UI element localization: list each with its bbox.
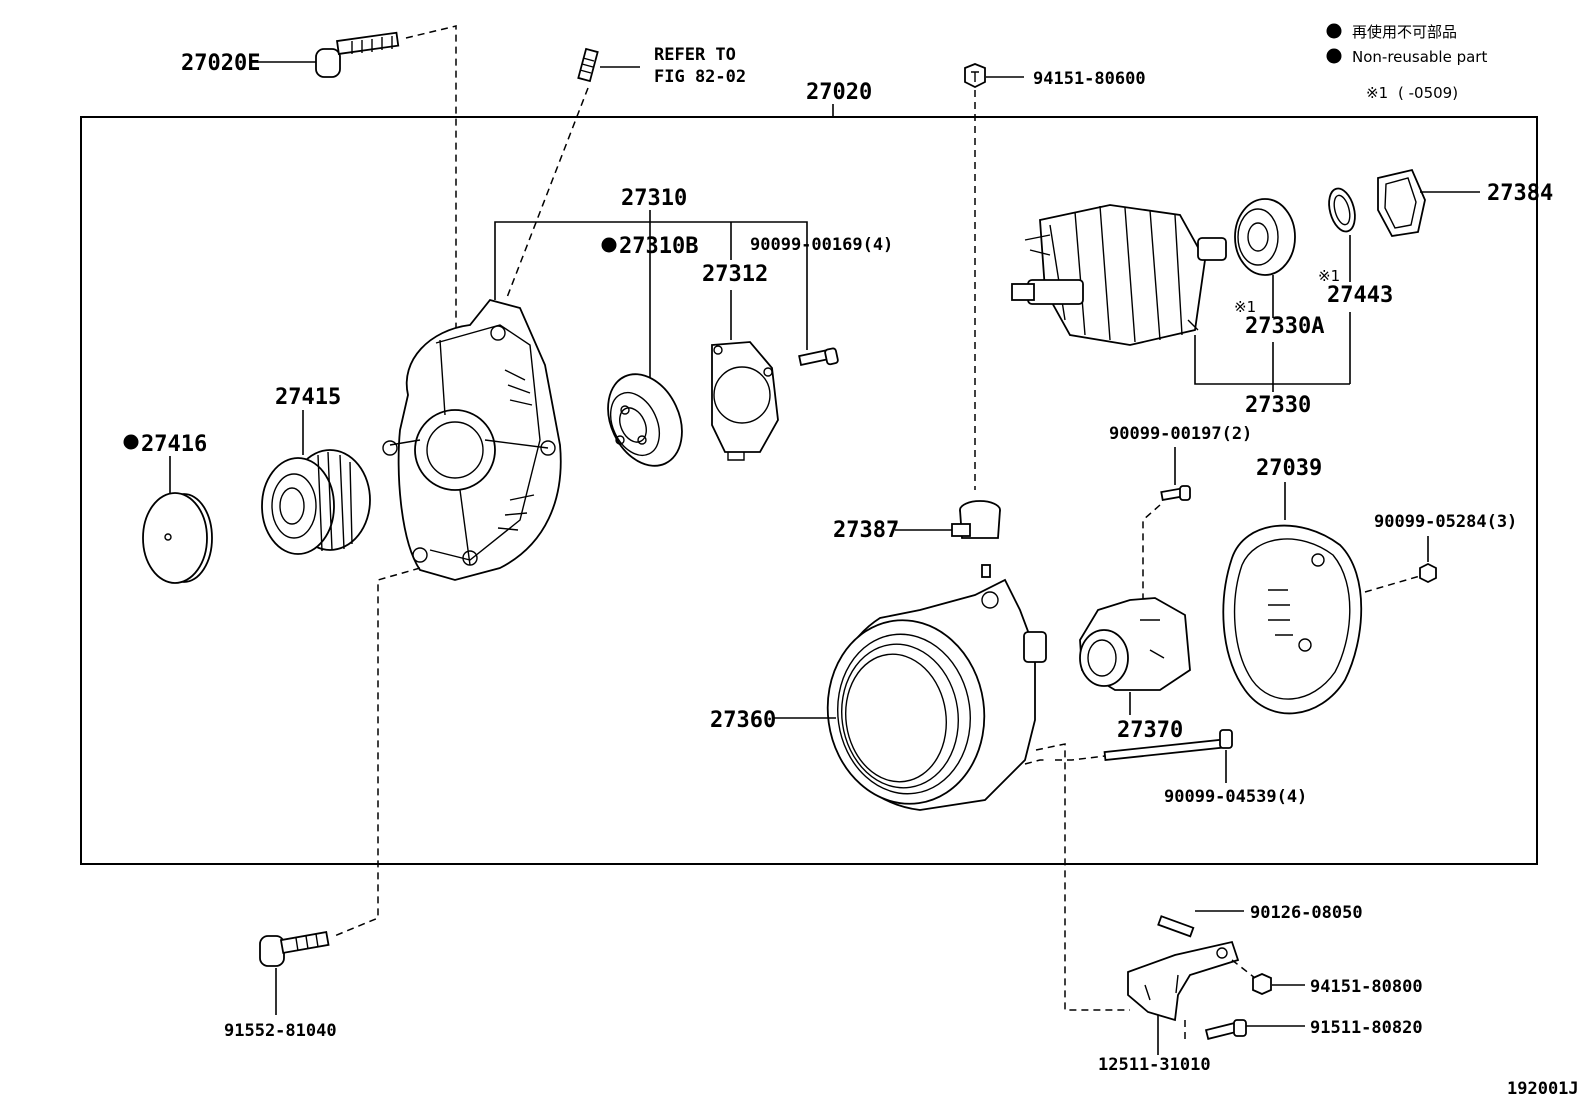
bolt-27020e-icon — [315, 31, 400, 78]
legend: 再使用不可部品 Non-reusable part ※1 ( -0509) — [1326, 23, 1487, 102]
refer-line2: FIG 82-02 — [654, 67, 746, 87]
label-90099-00197: 90099-00197(2) — [1109, 424, 1252, 444]
brush-holder-27370-icon — [1079, 597, 1191, 691]
refer-line1: REFER TO — [654, 45, 736, 65]
label-27020e: 27020E — [181, 51, 260, 76]
legend-note-mark: ※1 — [1366, 84, 1388, 102]
figure-code: 192001J — [1507, 1079, 1579, 1099]
label-27384: 27384 — [1487, 181, 1553, 206]
label-27039: 27039 — [1256, 456, 1322, 481]
label-27387: 27387 — [833, 518, 899, 543]
label-94151-80600: 94151-80600 — [1033, 69, 1146, 89]
footnote-mark-27330a: ※1 — [1234, 298, 1256, 316]
footnote-mark-27443: ※1 — [1318, 267, 1340, 285]
bearing-27330a-icon — [1234, 198, 1296, 276]
legend-en: Non-reusable part — [1352, 48, 1487, 66]
rotor-27330-icon — [1011, 204, 1227, 346]
screw-90099-00169-icon — [798, 347, 839, 366]
terminal-27387-icon — [951, 500, 1001, 539]
nut-90099-05284-icon — [1419, 562, 1437, 584]
assembly-label: 27020 — [806, 80, 872, 105]
label-91552-81040: 91552-81040 — [224, 1021, 337, 1041]
non-reusable-dot-icon — [601, 237, 617, 253]
label-27370: 27370 — [1117, 718, 1183, 743]
nut-94151-80600-icon — [964, 63, 986, 89]
label-90126-08050: 90126-08050 — [1250, 903, 1363, 923]
label-27330a: 27330A — [1245, 314, 1324, 339]
non-reusable-dot-icon — [1326, 23, 1342, 39]
assembly-box — [80, 116, 1538, 865]
cap-27416-icon — [142, 492, 213, 584]
label-91511-80820: 91511-80820 — [1310, 1018, 1423, 1038]
bolt-91511-80820-icon — [1204, 1019, 1247, 1040]
legend-jp: 再使用不可部品 — [1352, 23, 1457, 41]
rear-frame-27360-icon — [826, 564, 1047, 811]
non-reusable-dot-icon — [123, 434, 139, 450]
label-27312: 27312 — [702, 262, 768, 287]
label-90099-05284: 90099-05284(3) — [1374, 512, 1517, 532]
stud-refer-icon — [577, 47, 599, 83]
bolt-91552-81040-icon — [259, 931, 330, 967]
label-27415: 27415 — [275, 385, 341, 410]
label-90099-04539: 90099-04539(4) — [1164, 787, 1307, 807]
label-27310: 27310 — [621, 186, 687, 211]
label-94151-80800: 94151-80800 — [1310, 977, 1423, 997]
retainer-plate-27312-icon — [711, 341, 779, 461]
rear-cover-27039-icon — [1222, 524, 1363, 715]
label-27360: 27360 — [710, 708, 776, 733]
ring-27443-icon — [1328, 187, 1356, 233]
stud-90126-08050-icon — [1157, 915, 1195, 938]
label-27443: 27443 — [1327, 283, 1393, 308]
label-27416: 27416 — [141, 432, 207, 457]
label-27310b: 27310B — [619, 234, 698, 259]
pulley-27415-icon — [261, 449, 371, 555]
bracket-12511-31010-icon — [1127, 940, 1240, 1022]
legend-note-range: ( -0509) — [1398, 84, 1458, 102]
bearing-27310b-icon — [607, 373, 683, 467]
non-reusable-dot-icon — [1326, 48, 1342, 64]
screw-90099-00197-icon — [1160, 485, 1191, 501]
nut-94151-80800-icon — [1252, 973, 1272, 995]
label-12511-31010: 12511-31010 — [1098, 1055, 1211, 1075]
seal-27384-icon — [1377, 168, 1426, 237]
label-27330: 27330 — [1245, 393, 1311, 418]
label-90099-00169: 90099-00169(4) — [750, 235, 893, 255]
drive-end-frame-icon — [382, 298, 562, 581]
